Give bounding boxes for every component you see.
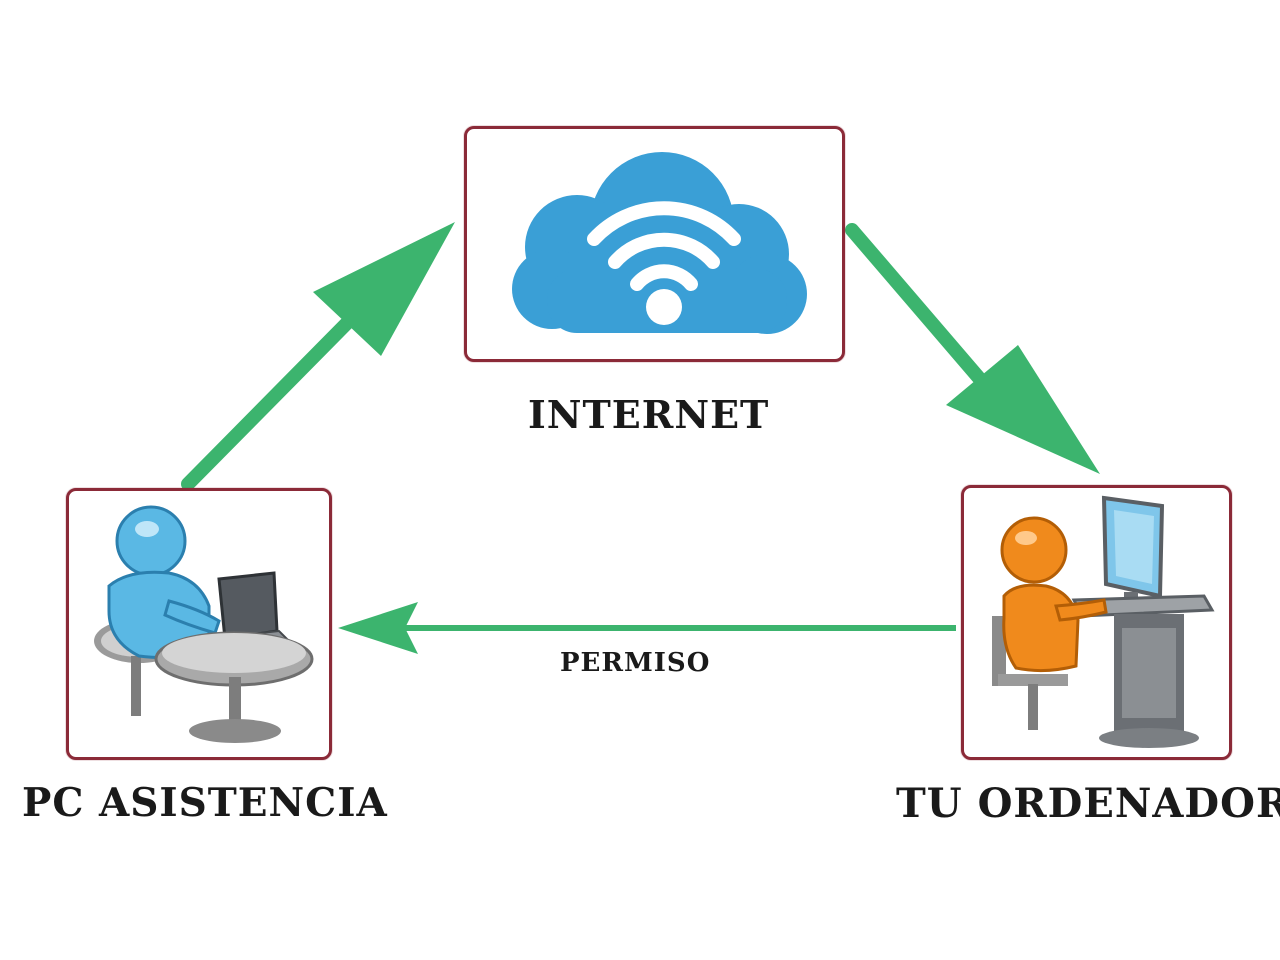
wifi-cloud-icon — [512, 152, 807, 334]
arrow-internet-to-tu — [845, 223, 1100, 474]
tu-ordenador-label: TU ORDENADOR — [896, 780, 1280, 827]
tu-ordenador-node — [961, 485, 1232, 760]
arrow-pc-to-internet — [181, 222, 455, 491]
arrow-permiso — [338, 602, 956, 654]
internet-label: INTERNET — [528, 392, 770, 437]
permiso-label: PERMISO — [560, 648, 711, 678]
person-at-computer-icon — [992, 495, 1215, 748]
internet-node — [464, 126, 845, 362]
person-at-laptop-icon — [94, 505, 314, 743]
pc-asistencia-node — [66, 488, 332, 760]
pc-asistencia-label: PC ASISTENCIA — [22, 780, 388, 826]
